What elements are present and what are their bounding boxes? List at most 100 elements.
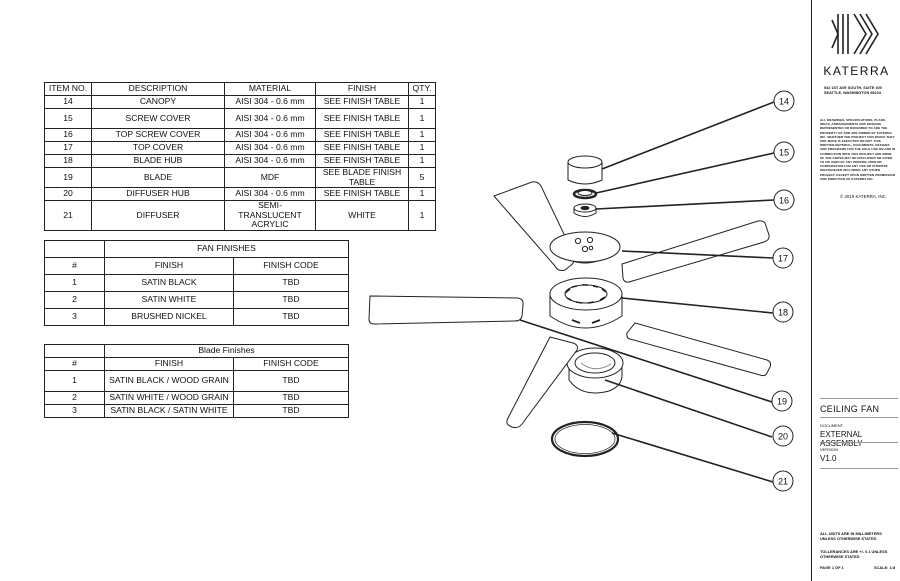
header-finish-code: FINISH CODE bbox=[233, 357, 349, 371]
document-name: EXTERNAL ASSEMBLY bbox=[820, 430, 863, 448]
blade-right-upper bbox=[621, 220, 770, 283]
callout-label: 20 bbox=[778, 432, 788, 442]
cell-qty: 1 bbox=[408, 200, 436, 231]
callout-17: 17 bbox=[772, 247, 794, 269]
divider bbox=[820, 417, 898, 418]
callout-16: 16 bbox=[773, 189, 795, 211]
cell-description: BLADE bbox=[91, 167, 225, 188]
diffuser bbox=[550, 420, 620, 458]
cell-description: DIFFUSER bbox=[91, 200, 225, 231]
divider bbox=[820, 398, 898, 399]
cell-description: CANOPY bbox=[91, 95, 225, 109]
parts-table-header: ITEM NO. DESCRIPTION MATERIAL FINISH QTY… bbox=[44, 82, 436, 96]
cell-num: 3 bbox=[44, 404, 105, 418]
cell-description: BLADE HUB bbox=[91, 154, 225, 168]
katerra-logo-icon bbox=[831, 13, 879, 55]
title-block: KATERRA 542 1ST AVE SOUTH, SUITE 400 SEA… bbox=[811, 0, 900, 581]
blade-hub bbox=[549, 277, 623, 329]
callout-label: 19 bbox=[777, 397, 787, 407]
blade-finishes-table: Blade Finishes # FINISH FINISH CODE 1 SA… bbox=[44, 344, 349, 418]
callout-21: 21 bbox=[772, 470, 794, 492]
cell-finish: BRUSHED NICKEL bbox=[104, 308, 234, 326]
top-screw-cover bbox=[573, 203, 597, 217]
blank-cell bbox=[44, 240, 105, 258]
version-label: VERSION bbox=[820, 447, 839, 452]
fan-finishes-title-row: FAN FINISHES bbox=[44, 240, 349, 258]
cell-material: AISI 304 - 0.6 mm bbox=[224, 141, 316, 155]
header-material: MATERIAL bbox=[224, 82, 316, 96]
address-line-1: 542 1ST AVE SOUTH, SUITE 400 bbox=[824, 86, 882, 90]
cell-num: 3 bbox=[44, 308, 105, 326]
cell-finish: SATIN BLACK bbox=[104, 274, 234, 292]
header-description: DESCRIPTION bbox=[91, 82, 225, 96]
cell-finish: SATIN WHITE / WOOD GRAIN bbox=[104, 391, 234, 405]
callout-label: 17 bbox=[778, 254, 788, 264]
cell-code: TBD bbox=[233, 391, 349, 405]
blade-right-lower bbox=[626, 322, 772, 377]
screw-cover bbox=[572, 188, 598, 200]
cell-material: MDF bbox=[224, 167, 316, 188]
table-row: 3 BRUSHED NICKEL TBD bbox=[44, 308, 349, 326]
diffuser-hub bbox=[566, 347, 624, 394]
tolerance-note: TOLLERANCES ARE +/- 0.1 UNLESS OTHERWISE… bbox=[820, 549, 888, 559]
callout-19: 19 bbox=[771, 390, 793, 412]
table-row: 20 DIFFUSER HUB AISI 304 - 0.6 mm SEE FI… bbox=[44, 187, 436, 201]
copyright: © 2019 KATERRA, INC. bbox=[840, 194, 888, 199]
cell-code: TBD bbox=[233, 291, 349, 309]
header-finish-code: FINISH CODE bbox=[233, 257, 349, 275]
cell-code: TBD bbox=[233, 370, 349, 392]
blade-left bbox=[368, 295, 524, 325]
table-row: 1 SATIN BLACK / WOOD GRAIN TBD bbox=[44, 370, 349, 392]
callout-label: 21 bbox=[778, 477, 788, 487]
table-row: 21 DIFFUSER SEMI-TRANSLUCENT ACRYLIC WHI… bbox=[44, 200, 436, 231]
cell-material: AISI 304 - 0.6 mm bbox=[224, 128, 316, 142]
leader-lines bbox=[519, 101, 775, 483]
cell-material: AISI 304 - 0.6 mm bbox=[224, 154, 316, 168]
cell-material: AISI 304 - 0.6 mm bbox=[224, 108, 316, 129]
cell-description: TOP COVER bbox=[91, 141, 225, 155]
cell-item: 16 bbox=[44, 128, 92, 142]
cell-item: 19 bbox=[44, 167, 92, 188]
cell-description: DIFFUSER HUB bbox=[91, 187, 225, 201]
cell-description: SCREW COVER bbox=[91, 108, 225, 129]
cell-finish: SATIN BLACK / WOOD GRAIN bbox=[104, 370, 234, 392]
blade-finishes-title: Blade Finishes bbox=[104, 344, 349, 358]
cell-item: 18 bbox=[44, 154, 92, 168]
cell-finish: SATIN BLACK / SATIN WHITE bbox=[104, 404, 234, 418]
cell-material: AISI 304 - 0.6 mm bbox=[224, 187, 316, 201]
cell-item: 21 bbox=[44, 200, 92, 231]
address-line-2: SEATTLE, WASHINGTON 98104 bbox=[824, 91, 881, 95]
cell-code: TBD bbox=[233, 404, 349, 418]
cell-item: 17 bbox=[44, 141, 92, 155]
blade-finishes-header: # FINISH FINISH CODE bbox=[44, 357, 349, 371]
version-value: V1.0 bbox=[820, 454, 837, 463]
top-cover bbox=[549, 231, 621, 264]
brand-name: KATERRA bbox=[823, 64, 890, 78]
cell-material: SEMI-TRANSLUCENT ACRYLIC bbox=[224, 200, 316, 231]
table-row: 19 BLADE MDF SEE BLADE FINISH TABLE 5 bbox=[44, 167, 436, 188]
exploded-view-diagram: 14 15 16 17 18 19 bbox=[368, 90, 795, 492]
units-note: ALL UNITS ARE IN MILLIMETERS UNLESS OTHE… bbox=[820, 531, 882, 541]
cell-code: TBD bbox=[233, 274, 349, 292]
table-row: 3 SATIN BLACK / SATIN WHITE TBD bbox=[44, 404, 349, 418]
callout-label: 14 bbox=[779, 97, 789, 107]
header-num: # bbox=[44, 257, 105, 275]
fan-finishes-header: # FINISH FINISH CODE bbox=[44, 257, 349, 275]
page-number: PAGE 1 OF 1 bbox=[820, 565, 844, 570]
cell-num: 1 bbox=[44, 274, 105, 292]
parts-table: ITEM NO. DESCRIPTION MATERIAL FINISH QTY… bbox=[44, 82, 436, 231]
table-row: 16 TOP SCREW COVER AISI 304 - 0.6 mm SEE… bbox=[44, 128, 436, 142]
callout-18: 18 bbox=[772, 301, 794, 323]
scale: SCALE: 1:8 bbox=[874, 565, 896, 570]
canopy bbox=[567, 155, 603, 185]
cell-item: 14 bbox=[44, 95, 92, 109]
fan-finishes-table: FAN FINISHES # FINISH FINISH CODE 1 SATI… bbox=[44, 240, 349, 326]
divider bbox=[820, 442, 898, 443]
project-name: CEILING FAN bbox=[820, 404, 880, 414]
cell-finish: SEE FINISH TABLE bbox=[315, 187, 409, 201]
fan-finishes-title: FAN FINISHES bbox=[104, 240, 349, 258]
callouts: 14 15 16 17 18 19 bbox=[771, 90, 795, 492]
callout-label: 16 bbox=[779, 196, 789, 206]
blade-finishes-title-row: Blade Finishes bbox=[44, 344, 349, 358]
table-row: 2 SATIN WHITE / WOOD GRAIN TBD bbox=[44, 391, 349, 405]
